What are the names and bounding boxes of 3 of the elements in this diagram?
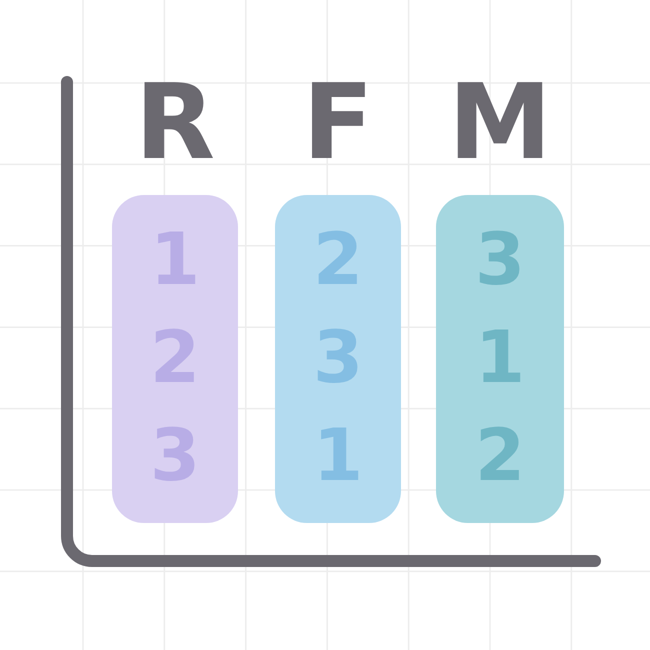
column-heading: M — [448, 70, 552, 174]
column-heading: R — [134, 70, 216, 174]
column-heading: F — [302, 70, 374, 174]
